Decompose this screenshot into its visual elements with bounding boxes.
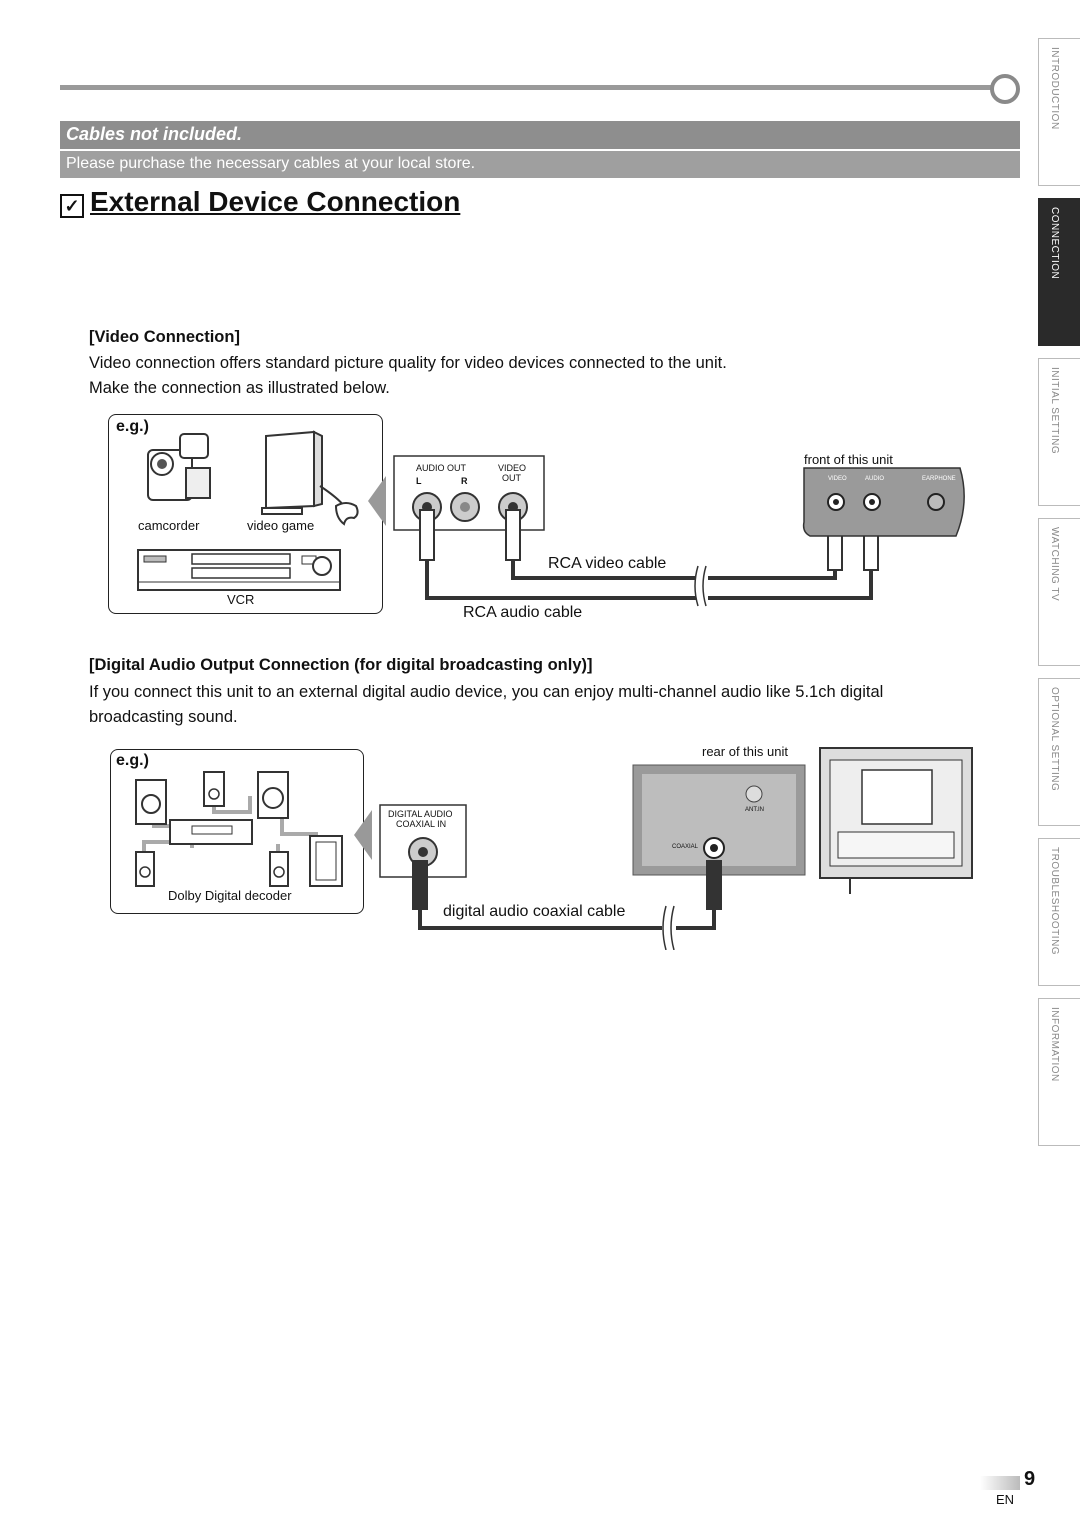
tab-initial-setting[interactable]: INITIAL SETTING bbox=[1038, 358, 1080, 506]
tab-label: TROUBLESHOOTING bbox=[1049, 847, 1060, 956]
unit-rear-panel-detail bbox=[632, 764, 806, 876]
page-language: EN bbox=[996, 1492, 1015, 1507]
tab-label: INTRODUCTION bbox=[1049, 47, 1060, 130]
unit-front-panel bbox=[802, 467, 965, 537]
pointer-arrow-icon bbox=[368, 476, 386, 526]
tab-label: CONNECTION bbox=[1049, 207, 1060, 280]
jack-audio-out-label: AUDIO OUT bbox=[416, 463, 467, 473]
tab-troubleshooting[interactable]: TROUBLESHOOTING bbox=[1038, 838, 1080, 986]
digital-audio-title: [Digital Audio Output Connection (for di… bbox=[89, 656, 593, 674]
tab-information[interactable]: INFORMATION bbox=[1038, 998, 1080, 1146]
page-title-text: External Device Connection bbox=[90, 186, 461, 217]
front-video-label: VIDEO bbox=[828, 476, 847, 482]
checkbox-icon: ✓ bbox=[60, 194, 84, 218]
coaxial-cable bbox=[412, 860, 722, 950]
digital-audio-line1: If you connect this unit to an external … bbox=[89, 683, 884, 701]
video-game-icon bbox=[261, 430, 359, 526]
jack-video-out-label-2: OUT bbox=[502, 473, 521, 483]
rca-cables bbox=[419, 509, 879, 607]
tab-introduction[interactable]: INTRODUCTION bbox=[1038, 38, 1080, 186]
digital-audio-jack-label-1: DIGITAL AUDIO bbox=[388, 809, 453, 819]
rca-video-cable-label: RCA video cable bbox=[548, 555, 667, 572]
coaxial-cable-label: digital audio coaxial cable bbox=[443, 903, 626, 920]
rca-audio-cable-label: RCA audio cable bbox=[463, 604, 583, 621]
rear-of-unit-label: rear of this unit bbox=[702, 744, 788, 759]
digital-audio-jack-label-2: COAXIAL IN bbox=[396, 819, 447, 829]
front-earphone-label: EARPHONE bbox=[922, 476, 956, 482]
top-rule bbox=[60, 85, 995, 90]
video-game-label: video game bbox=[247, 518, 315, 533]
purchase-note: Please purchase the necessary cables at … bbox=[66, 155, 476, 172]
top-rule-circle bbox=[990, 74, 1020, 104]
dolby-decoder-label: Dolby Digital decoder bbox=[168, 888, 292, 903]
page-number-bar bbox=[980, 1476, 1020, 1490]
jack-l-label: L bbox=[416, 476, 422, 486]
tab-label: WATCHING TV bbox=[1049, 527, 1060, 602]
ant-in-label: ANT.IN bbox=[745, 807, 765, 813]
video-connection-line1: Video connection offers standard picture… bbox=[89, 354, 727, 372]
pointer-arrow-icon bbox=[354, 810, 372, 860]
video-example-label: e.g.) bbox=[116, 418, 149, 435]
tab-watching-tv[interactable]: WATCHING TV bbox=[1038, 518, 1080, 666]
front-audio-label: AUDIO bbox=[865, 476, 885, 482]
front-of-unit-label: front of this unit bbox=[804, 452, 893, 467]
coaxial-label: COAXIAL bbox=[672, 844, 699, 850]
camcorder-icon bbox=[147, 433, 211, 501]
dolby-decoder-system-icon bbox=[135, 771, 343, 887]
tab-label: OPTIONAL SETTING bbox=[1049, 687, 1060, 792]
cables-bar bbox=[60, 121, 1020, 149]
vcr-label: VCR bbox=[227, 592, 255, 607]
vcr-icon bbox=[137, 549, 341, 591]
page-title: ✓External Device Connection bbox=[60, 186, 460, 218]
digital-audio-line2: broadcasting sound. bbox=[89, 708, 238, 726]
purchase-bar bbox=[60, 151, 1020, 178]
tab-optional-setting[interactable]: OPTIONAL SETTING bbox=[1038, 678, 1080, 826]
jack-video-out-label-1: VIDEO bbox=[498, 463, 527, 473]
tab-label: INITIAL SETTING bbox=[1049, 367, 1060, 455]
digital-example-label: e.g.) bbox=[116, 752, 149, 769]
video-connection-line2: Make the connection as illustrated below… bbox=[89, 379, 390, 397]
tv-rear-icon bbox=[819, 747, 973, 894]
tab-connection[interactable]: CONNECTION bbox=[1038, 198, 1080, 346]
tab-label: INFORMATION bbox=[1049, 1007, 1060, 1082]
camcorder-label: camcorder bbox=[138, 518, 200, 533]
page-number: 9 bbox=[1024, 1468, 1036, 1490]
cables-title: Cables not included. bbox=[66, 124, 243, 144]
jack-r-label: R bbox=[461, 476, 468, 486]
video-connection-title: [Video Connection] bbox=[89, 328, 240, 346]
